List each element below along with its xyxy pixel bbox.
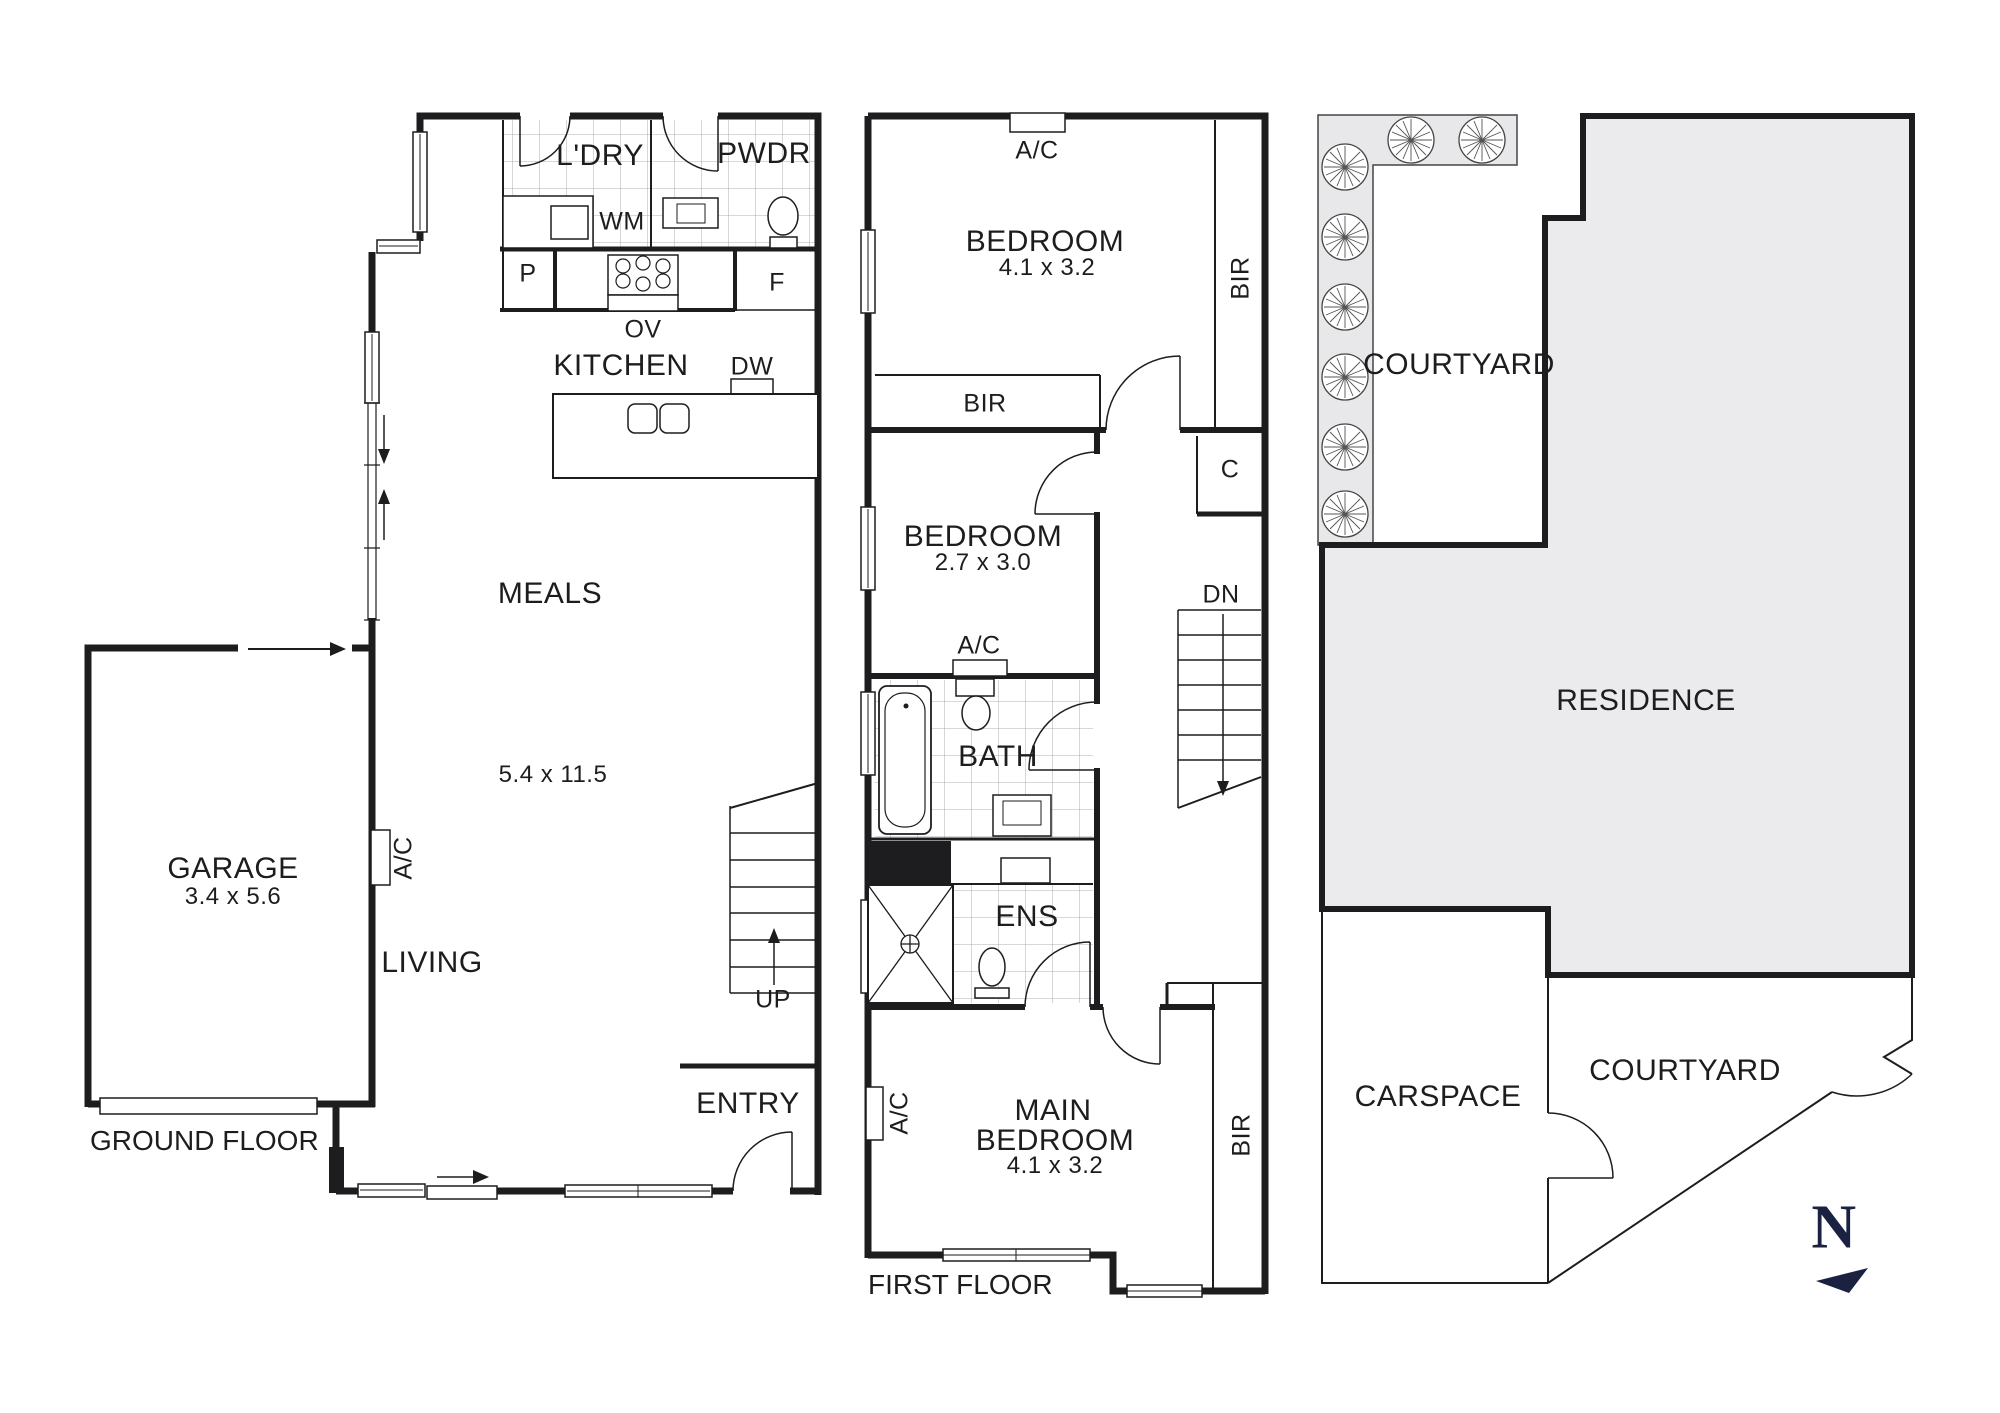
first-floor-title: FIRST FLOOR: [868, 1269, 1053, 1300]
laundry-label: L'DRY: [556, 139, 644, 172]
bir1-label: BIR: [1226, 256, 1255, 300]
ac-bath-label: A/C: [957, 631, 1001, 660]
living-dims-label: 5.4 x 11.5: [498, 761, 608, 788]
bedroom2-label: BEDROOM: [903, 520, 1063, 553]
stairs-down: [1177, 609, 1262, 809]
first-doors: [1024, 355, 1181, 1065]
north-arrow-icon: [1816, 1268, 1868, 1293]
site-plan: [1317, 113, 1915, 1293]
closet-label: C: [1220, 455, 1240, 484]
stairs-up: [729, 782, 819, 994]
main-bedroom-label-2: BEDROOM: [975, 1124, 1135, 1157]
garage-dims-label: 3.4 x 5.6: [184, 883, 282, 910]
courtyard-bottom-label: COURTYARD: [1589, 1054, 1781, 1087]
ac-ground-label: A/C: [389, 836, 418, 880]
bath-label: BATH: [958, 740, 1038, 773]
bedroom1-dims-label: 4.1 x 3.2: [998, 254, 1096, 281]
powder-label: PWDR: [717, 137, 811, 170]
fridge-label: F: [769, 268, 785, 297]
ac-bed1-label: A/C: [1015, 136, 1059, 165]
dishwasher-label: DW: [730, 352, 774, 381]
meals-label: MEALS: [497, 577, 603, 610]
ground-floor-title: GROUND FLOOR: [90, 1125, 319, 1156]
washing-machine-label: WM: [599, 207, 645, 236]
ground-windows: [99, 131, 713, 1200]
residence-label: RESIDENCE: [1556, 684, 1736, 717]
carspace-outline: [1321, 909, 1614, 1284]
bir3-label: BIR: [1227, 1113, 1256, 1157]
north-label: N: [1811, 1193, 1857, 1262]
bath-fixtures: [878, 678, 1052, 837]
oven-label: OV: [624, 315, 662, 344]
courtyard-top-label: COURTYARD: [1363, 348, 1555, 381]
bir2-label: BIR: [963, 389, 1007, 418]
dn-label: DN: [1202, 580, 1240, 609]
first-windows: [860, 229, 1203, 1298]
up-label: UP: [755, 985, 791, 1014]
ens-label: ENS: [995, 900, 1059, 933]
kitchen-fixtures: [500, 249, 819, 479]
carspace-label: CARSPACE: [1354, 1080, 1522, 1113]
main-bedroom-label-1: MAIN: [1014, 1094, 1092, 1127]
garage-label: GARAGE: [167, 852, 299, 885]
bedroom2-dims-label: 2.7 x 3.0: [934, 549, 1032, 576]
main-bedroom-dims-label: 4.1 x 3.2: [1006, 1152, 1104, 1179]
kitchen-label: KITCHEN: [553, 349, 689, 382]
courtyard-outline: [1547, 975, 1913, 1284]
ens-fixtures: [867, 857, 1051, 1004]
pantry-label: P: [519, 259, 537, 288]
ground-floor-plan: [84, 112, 822, 1200]
bedroom1-label: BEDROOM: [965, 225, 1125, 258]
first-floor-plan: [860, 112, 1269, 1298]
living-label: LIVING: [381, 946, 483, 979]
entry-label: ENTRY: [696, 1087, 800, 1120]
ac-main-label: A/C: [885, 1091, 914, 1135]
